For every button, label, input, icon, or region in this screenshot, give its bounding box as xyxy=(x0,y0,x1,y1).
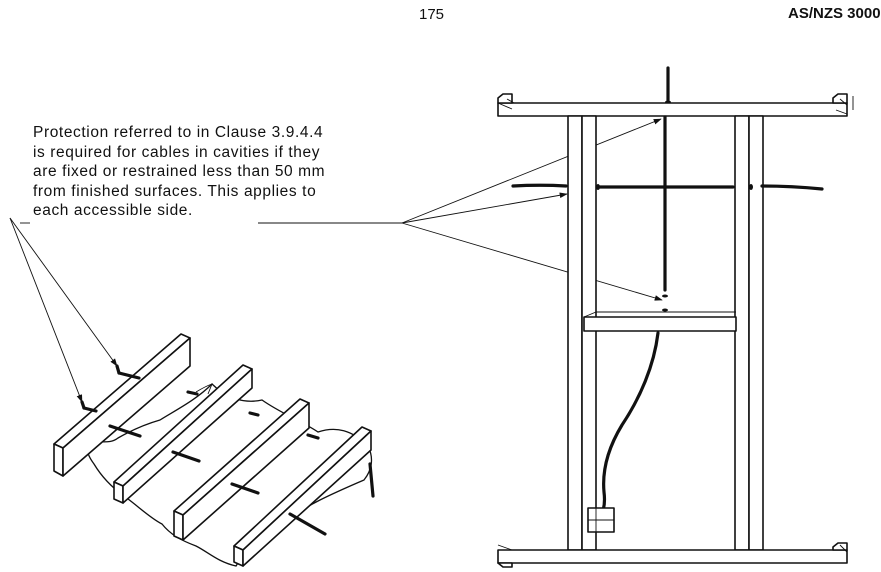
callout-line-2: is required for cables in cavities if th… xyxy=(33,143,321,161)
top-plate xyxy=(497,102,848,117)
callout-line-4: from finished surfaces. This applies to xyxy=(33,182,317,200)
leader-to-joist-cable-upper xyxy=(9,217,118,367)
top-plate-right-notch xyxy=(832,93,848,104)
callout-line-5: each accessible side. xyxy=(33,202,193,219)
joist-2-side xyxy=(122,368,253,504)
floor-joist-assembly xyxy=(53,333,375,567)
top-plate-left-notch xyxy=(497,93,513,104)
leader-to-left-stud xyxy=(401,192,568,224)
page-number: 175 xyxy=(418,6,445,23)
left-stud-outer xyxy=(567,115,583,551)
joist-2-end xyxy=(113,481,124,504)
callout-line-3: are fixed or restrained less than 50 mm xyxy=(33,163,326,180)
bottom-plate-notch xyxy=(832,542,848,551)
bottom-plate xyxy=(497,549,848,564)
protection-callout-text: Protection referred to in Clause 3.9.4.4… xyxy=(33,123,325,221)
cable-protection-diagram xyxy=(9,66,854,568)
leader-to-top-plate xyxy=(401,118,662,224)
joist-cable-lower xyxy=(80,400,327,536)
floor-board-tear xyxy=(195,383,213,395)
right-stud-outer xyxy=(748,115,764,551)
left-stud-inner xyxy=(581,115,597,551)
joist-4-end xyxy=(233,545,244,567)
joist-3-side xyxy=(182,402,310,541)
standard-reference: AS/NZS 3000 xyxy=(788,5,881,22)
callout-line-1: Protection referred to in Clause 3.9.4.4 xyxy=(33,124,324,141)
nogging xyxy=(583,316,737,332)
leader-to-nogging xyxy=(401,222,663,301)
joist-cable-upper xyxy=(115,364,375,498)
cable-to-outlet-box xyxy=(590,331,660,528)
joist-3-end xyxy=(173,510,184,541)
horizontal-cable-left-out xyxy=(511,183,568,188)
joist-1-end xyxy=(53,443,64,477)
leader-to-joist-cable-lower xyxy=(9,217,83,403)
right-stud-inner xyxy=(734,115,750,551)
horizontal-cable-right-out xyxy=(760,184,824,191)
leader-lines xyxy=(9,118,663,403)
page: 175 AS/NZS 3000 Protection referred to i… xyxy=(9,5,881,568)
joist-4-side xyxy=(242,430,372,567)
joist-1-side xyxy=(62,337,191,477)
wall-frame-assembly xyxy=(497,66,854,568)
